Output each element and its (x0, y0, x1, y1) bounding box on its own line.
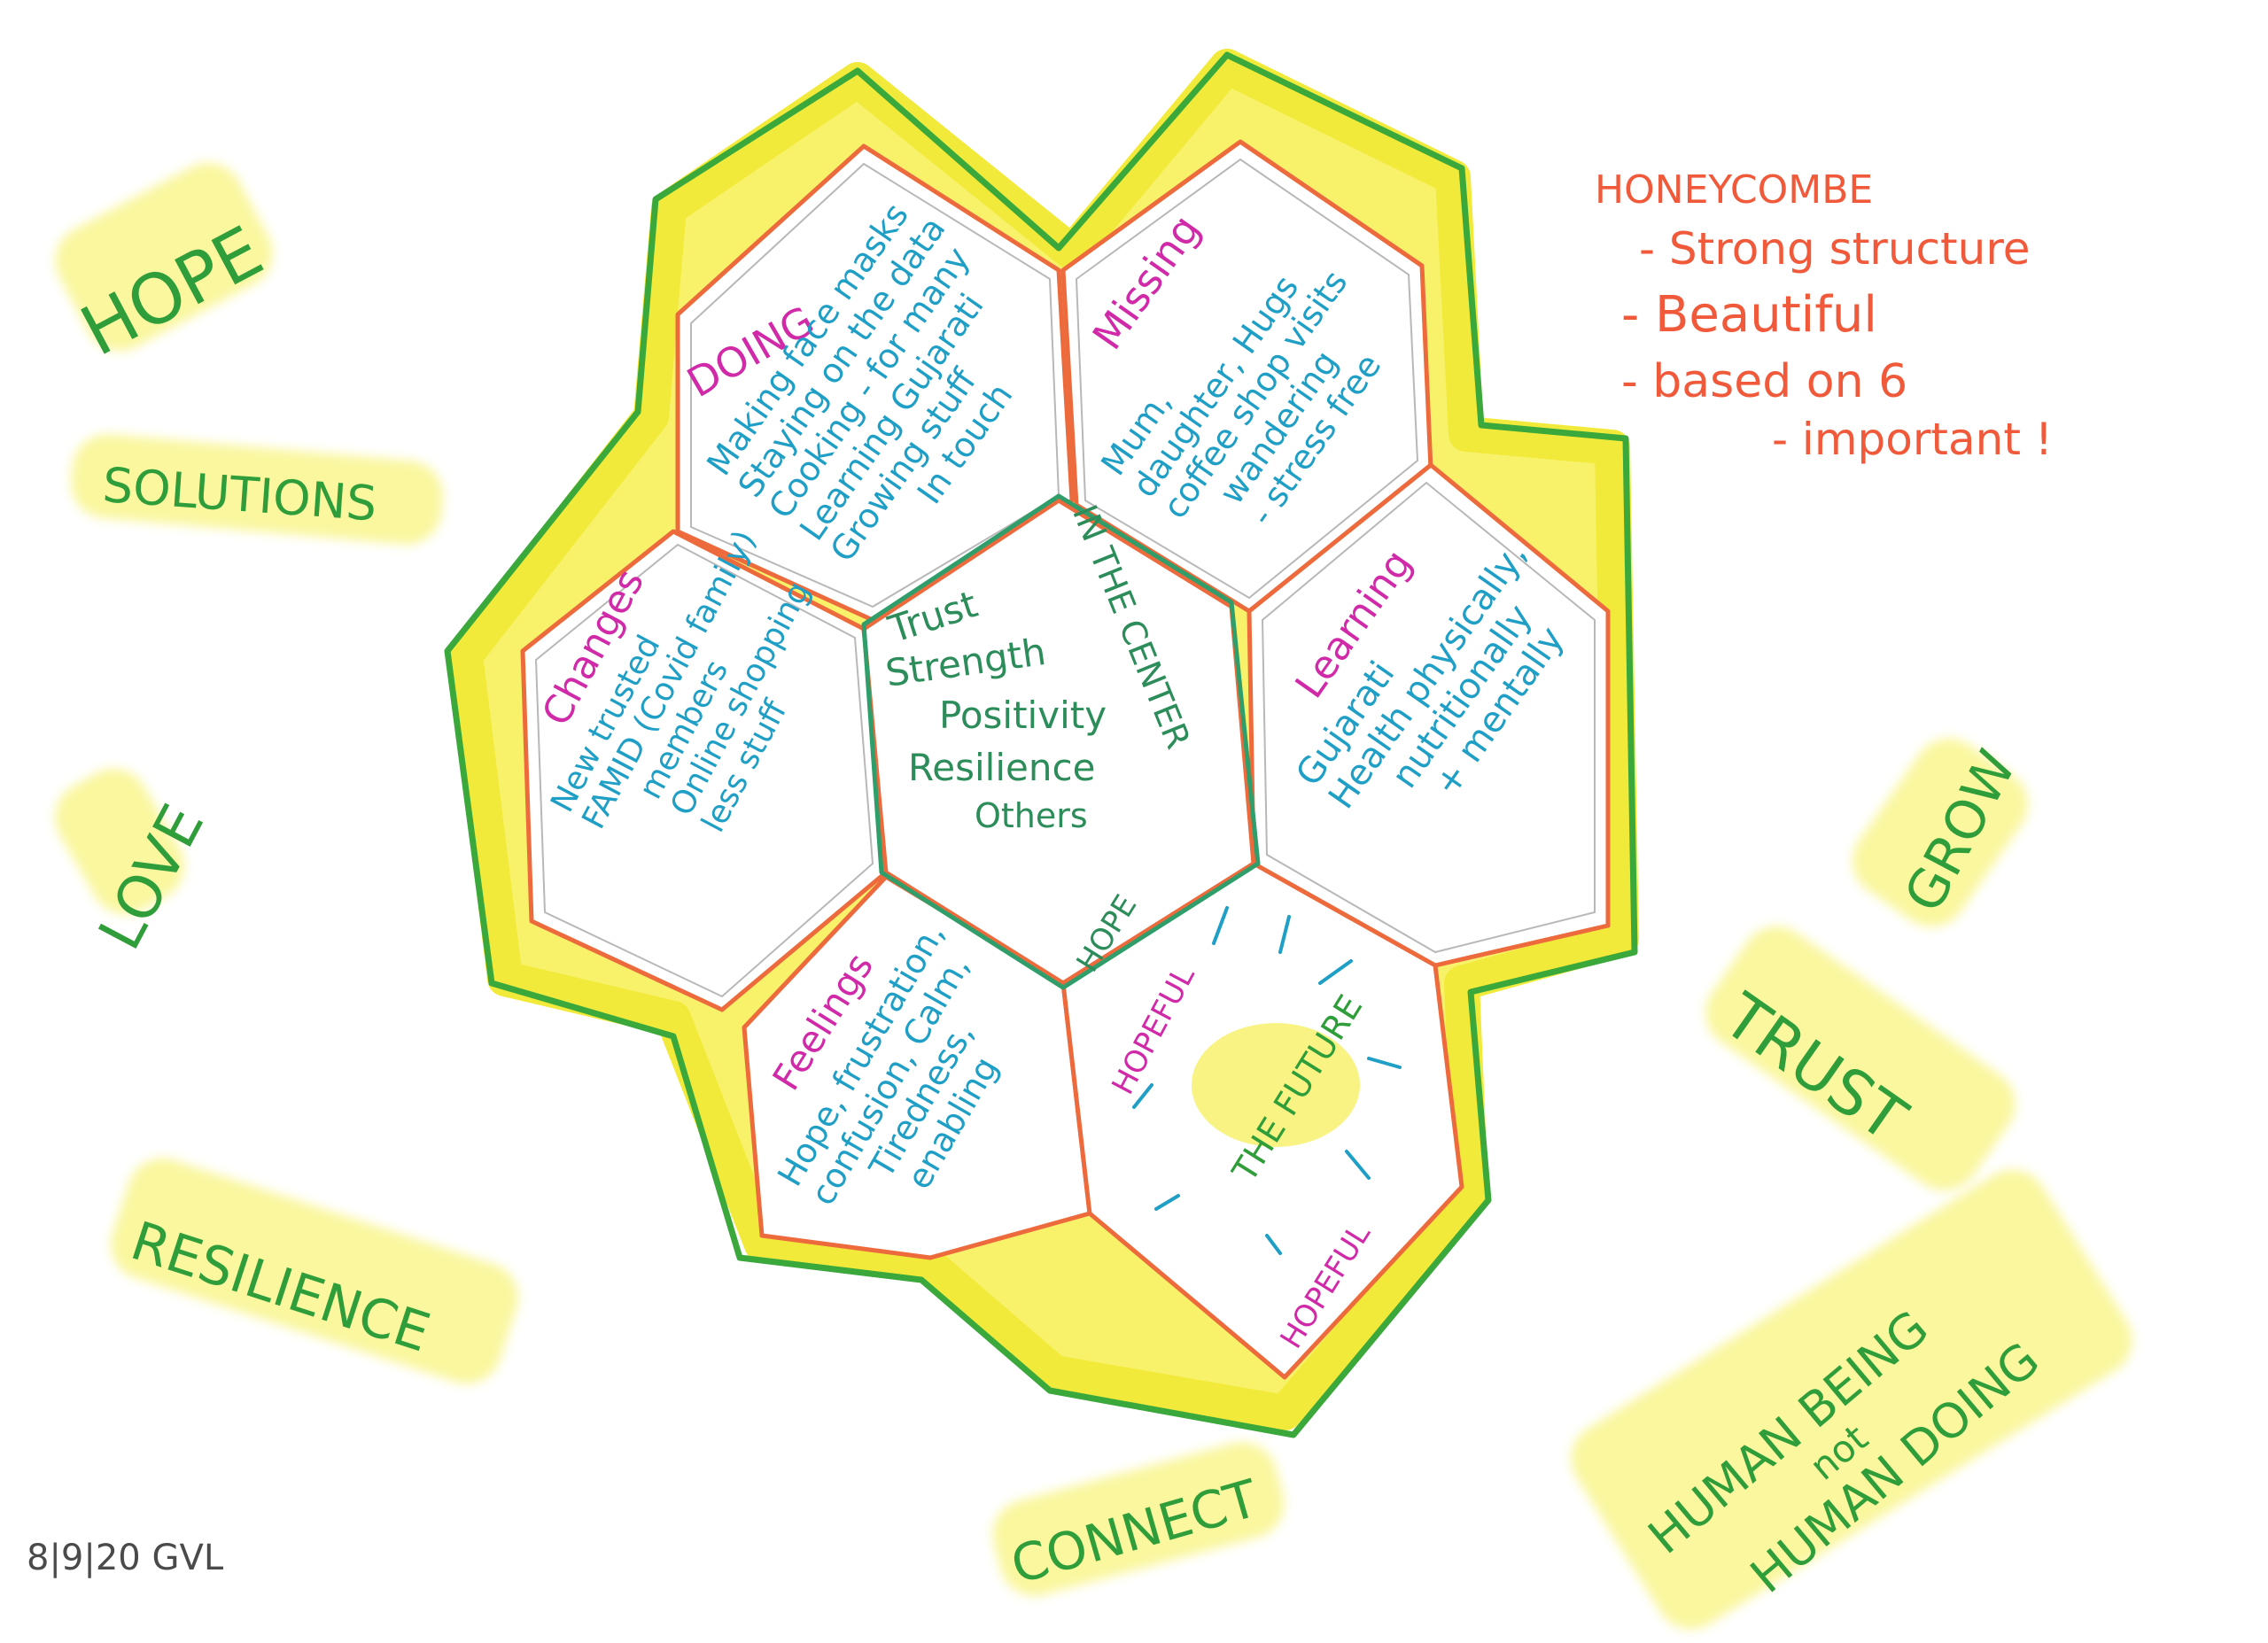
center-line-others: Others (975, 796, 1088, 836)
center-line-positivity: Positivity (939, 694, 1107, 738)
future-rays (1132, 906, 1402, 1255)
future-ray-1 (1212, 906, 1229, 945)
future-ray-3 (1318, 959, 1353, 985)
notes-title: HONEYCOMBE (1595, 167, 1874, 213)
pencil-guide-3 (534, 543, 874, 998)
notes-line-4: - important ! (1772, 414, 2053, 466)
center-list: Trust Strength Positivity Resilience Oth… (883, 582, 1107, 836)
future-ray-7 (1154, 1194, 1180, 1211)
honeycomb-board: HOPE SOLUTIONS LOVE RESILIENCE CONNECT G… (27, 49, 2146, 1643)
honeycombe-notes: HONEYCOMBE - Strong structure - Beautifu… (1595, 168, 2053, 464)
future-highlight (1192, 1023, 1360, 1147)
future-ray-5 (1345, 1150, 1371, 1180)
center-line-resilience: Resilience (908, 746, 1096, 790)
future-ray-4 (1367, 1057, 1402, 1069)
honeycomb-outer-outline (444, 51, 1638, 1438)
cell-shapes (520, 139, 1611, 1380)
signature: 8|9|20 GVL (27, 1538, 224, 1578)
pencil-guide-2 (1075, 158, 1419, 600)
honeycomb-drawing (444, 49, 1639, 1438)
future-ray-6 (1132, 1083, 1153, 1109)
future-ray-8 (1265, 1234, 1282, 1255)
pencil-guide-4 (1261, 481, 1596, 954)
center-hexagon-outline (861, 493, 1261, 990)
notes-line-3: - based on 6 (1621, 354, 1908, 408)
future-ray-2 (1278, 915, 1291, 954)
notes-line-1: - Strong structure (1639, 223, 2031, 275)
notes-line-2: - Beautiful (1621, 286, 1877, 345)
